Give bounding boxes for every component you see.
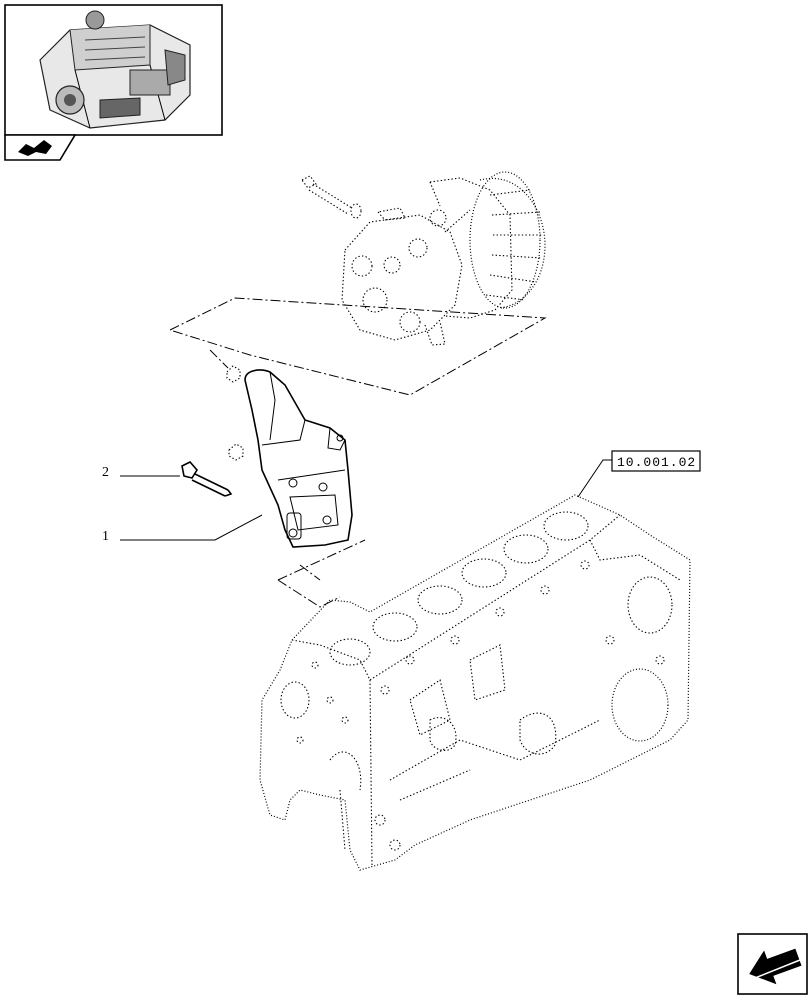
callout-1[interactable]: 1 — [102, 514, 263, 544]
parts-group-tab[interactable] — [4, 134, 77, 161]
engine-icon — [39, 10, 191, 129]
engine-block — [259, 494, 691, 871]
next-page-button[interactable] — [737, 933, 808, 995]
reference-label-text: 10.001.02 — [617, 455, 696, 470]
bracket[interactable] — [226, 365, 353, 548]
assembly-outline-lower — [277, 539, 366, 608]
callout-2[interactable]: 2 — [102, 465, 180, 480]
assembly-outline-upper — [169, 297, 547, 396]
bolt[interactable] — [181, 461, 233, 497]
ac-compressor — [301, 171, 546, 346]
engine-thumbnail[interactable] — [4, 4, 223, 136]
callout-number: 2 — [102, 465, 109, 480]
next-page-arrow-icon — [749, 948, 802, 985]
reference-label[interactable]: 10.001.02 — [577, 450, 701, 498]
parts-group-icon — [18, 140, 52, 156]
callout-number: 1 — [102, 529, 109, 544]
